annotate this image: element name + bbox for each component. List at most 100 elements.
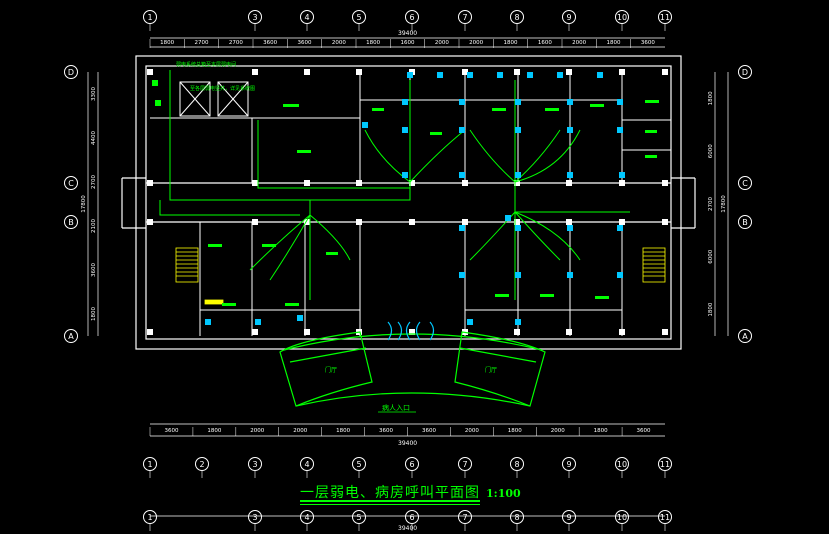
bottom-dim: 3600 bbox=[637, 428, 651, 434]
axis-bottom-bubble-7 bbox=[458, 457, 472, 471]
call-point-device bbox=[567, 99, 573, 105]
canopy-label-right: 门厅 bbox=[485, 366, 497, 374]
column bbox=[662, 69, 668, 75]
axis-bottom-bubble-11 bbox=[658, 457, 672, 471]
axis-lower-bubble-3 bbox=[248, 510, 262, 524]
title-underline-thin bbox=[300, 504, 480, 505]
column bbox=[619, 329, 625, 335]
axis-lower-label-5: 5 bbox=[356, 513, 361, 522]
call-devices bbox=[205, 72, 625, 325]
axis-lower-label-9: 9 bbox=[566, 513, 571, 522]
room-label-mark bbox=[590, 104, 604, 107]
bottom-dim: 2000 bbox=[465, 428, 479, 434]
call-point-device bbox=[402, 127, 408, 133]
axis-right-bubble-B bbox=[738, 215, 752, 229]
axis-top-bubble-10 bbox=[615, 10, 629, 24]
column bbox=[409, 180, 415, 186]
stair-left bbox=[175, 247, 224, 305]
call-point-device bbox=[515, 99, 521, 105]
top-dim: 1800 bbox=[504, 40, 518, 46]
axis-lower-bubble-9 bbox=[562, 510, 576, 524]
bottom-dim: 2000 bbox=[551, 428, 565, 434]
axis-lower-bubble-10 bbox=[615, 510, 629, 524]
axis-lower-bubble-8 bbox=[510, 510, 524, 524]
axis-top-bubble-9 bbox=[562, 10, 576, 24]
call-point-device bbox=[459, 99, 465, 105]
axis-bottom-label-10: 10 bbox=[617, 460, 627, 469]
axis-bottom-bubble-10 bbox=[615, 457, 629, 471]
column bbox=[304, 180, 310, 186]
left-dim: 4400 bbox=[91, 131, 97, 145]
top-dim: 2000 bbox=[332, 40, 346, 46]
top-dim: 3600 bbox=[263, 40, 277, 46]
axis-top-label-9: 9 bbox=[566, 13, 571, 22]
bottom-dim: 2000 bbox=[250, 428, 264, 434]
call-point-device bbox=[567, 172, 573, 178]
axis-lower-bubble-11 bbox=[658, 510, 672, 524]
axis-left-label-C: C bbox=[68, 179, 74, 188]
axis-top-bubble-11 bbox=[658, 10, 672, 24]
axis-lower-label-8: 8 bbox=[514, 513, 519, 522]
axis-bottom-bubble-4 bbox=[300, 457, 314, 471]
axis-lower-label-7: 7 bbox=[462, 513, 467, 522]
axis-bottom-label-2: 2 bbox=[199, 460, 204, 469]
column bbox=[252, 180, 258, 186]
bottom-dim: 1800 bbox=[594, 428, 608, 434]
top-dim: 3600 bbox=[298, 40, 312, 46]
room-label-mark bbox=[430, 132, 442, 135]
left-dim: 1800 bbox=[91, 307, 97, 321]
call-point-device bbox=[567, 272, 573, 278]
axis-bottom-label-9: 9 bbox=[566, 460, 571, 469]
axis-bottom-bubble-1 bbox=[143, 457, 157, 471]
call-point-device bbox=[407, 72, 413, 78]
axis-top-bubble-8 bbox=[510, 10, 524, 24]
drawing-scale: 1:100 bbox=[486, 487, 521, 500]
top-dim: 1800 bbox=[607, 40, 621, 46]
axis-right-label-A: A bbox=[742, 332, 748, 341]
call-point-device bbox=[617, 225, 623, 231]
call-point-device bbox=[619, 172, 625, 178]
axis-bottom-bubble-2 bbox=[195, 457, 209, 471]
axis-right-label-B: B bbox=[742, 218, 748, 227]
axis-lower-label-1: 1 bbox=[147, 513, 152, 522]
column bbox=[409, 219, 415, 225]
axis-bottom-bubble-5 bbox=[352, 457, 366, 471]
canopy-label-left: 门厅 bbox=[325, 366, 337, 374]
column bbox=[566, 329, 572, 335]
axis-bottom-bubble-9 bbox=[562, 457, 576, 471]
call-point-device bbox=[459, 225, 465, 231]
axis-left-bubble-D bbox=[64, 65, 78, 79]
axis-left-label-B: B bbox=[68, 218, 74, 227]
column bbox=[662, 329, 668, 335]
column bbox=[252, 219, 258, 225]
axis-top-bubble-4 bbox=[300, 10, 314, 24]
column bbox=[356, 219, 362, 225]
axis-right-bubble-D bbox=[738, 65, 752, 79]
stair-right bbox=[642, 247, 666, 283]
entrance-canopy bbox=[279, 331, 546, 407]
column bbox=[619, 180, 625, 186]
left-dim: 2700 bbox=[91, 175, 97, 189]
call-point-device bbox=[402, 172, 408, 178]
column bbox=[462, 69, 468, 75]
axis-lower-bubble-7 bbox=[458, 510, 472, 524]
right-dim: 1800 bbox=[708, 302, 714, 316]
axis-left-bubble-B bbox=[64, 215, 78, 229]
total-width-lowest: 39400 bbox=[398, 525, 417, 532]
call-point-device bbox=[515, 225, 521, 231]
call-point-device bbox=[437, 72, 443, 78]
call-point-device bbox=[617, 99, 623, 105]
room-label-mark bbox=[297, 150, 311, 153]
axis-lower-bubble-6 bbox=[405, 510, 419, 524]
axis-bottom-label-7: 7 bbox=[462, 460, 467, 469]
left-dim: 3600 bbox=[91, 263, 97, 277]
call-point-device bbox=[597, 72, 603, 78]
note-top-left-a: 弱电系统总箱至本层弱电间 bbox=[176, 61, 236, 68]
column bbox=[304, 69, 310, 75]
call-point-device bbox=[515, 172, 521, 178]
room-label-mark bbox=[492, 108, 506, 111]
left-dim: 3300 bbox=[91, 87, 97, 101]
